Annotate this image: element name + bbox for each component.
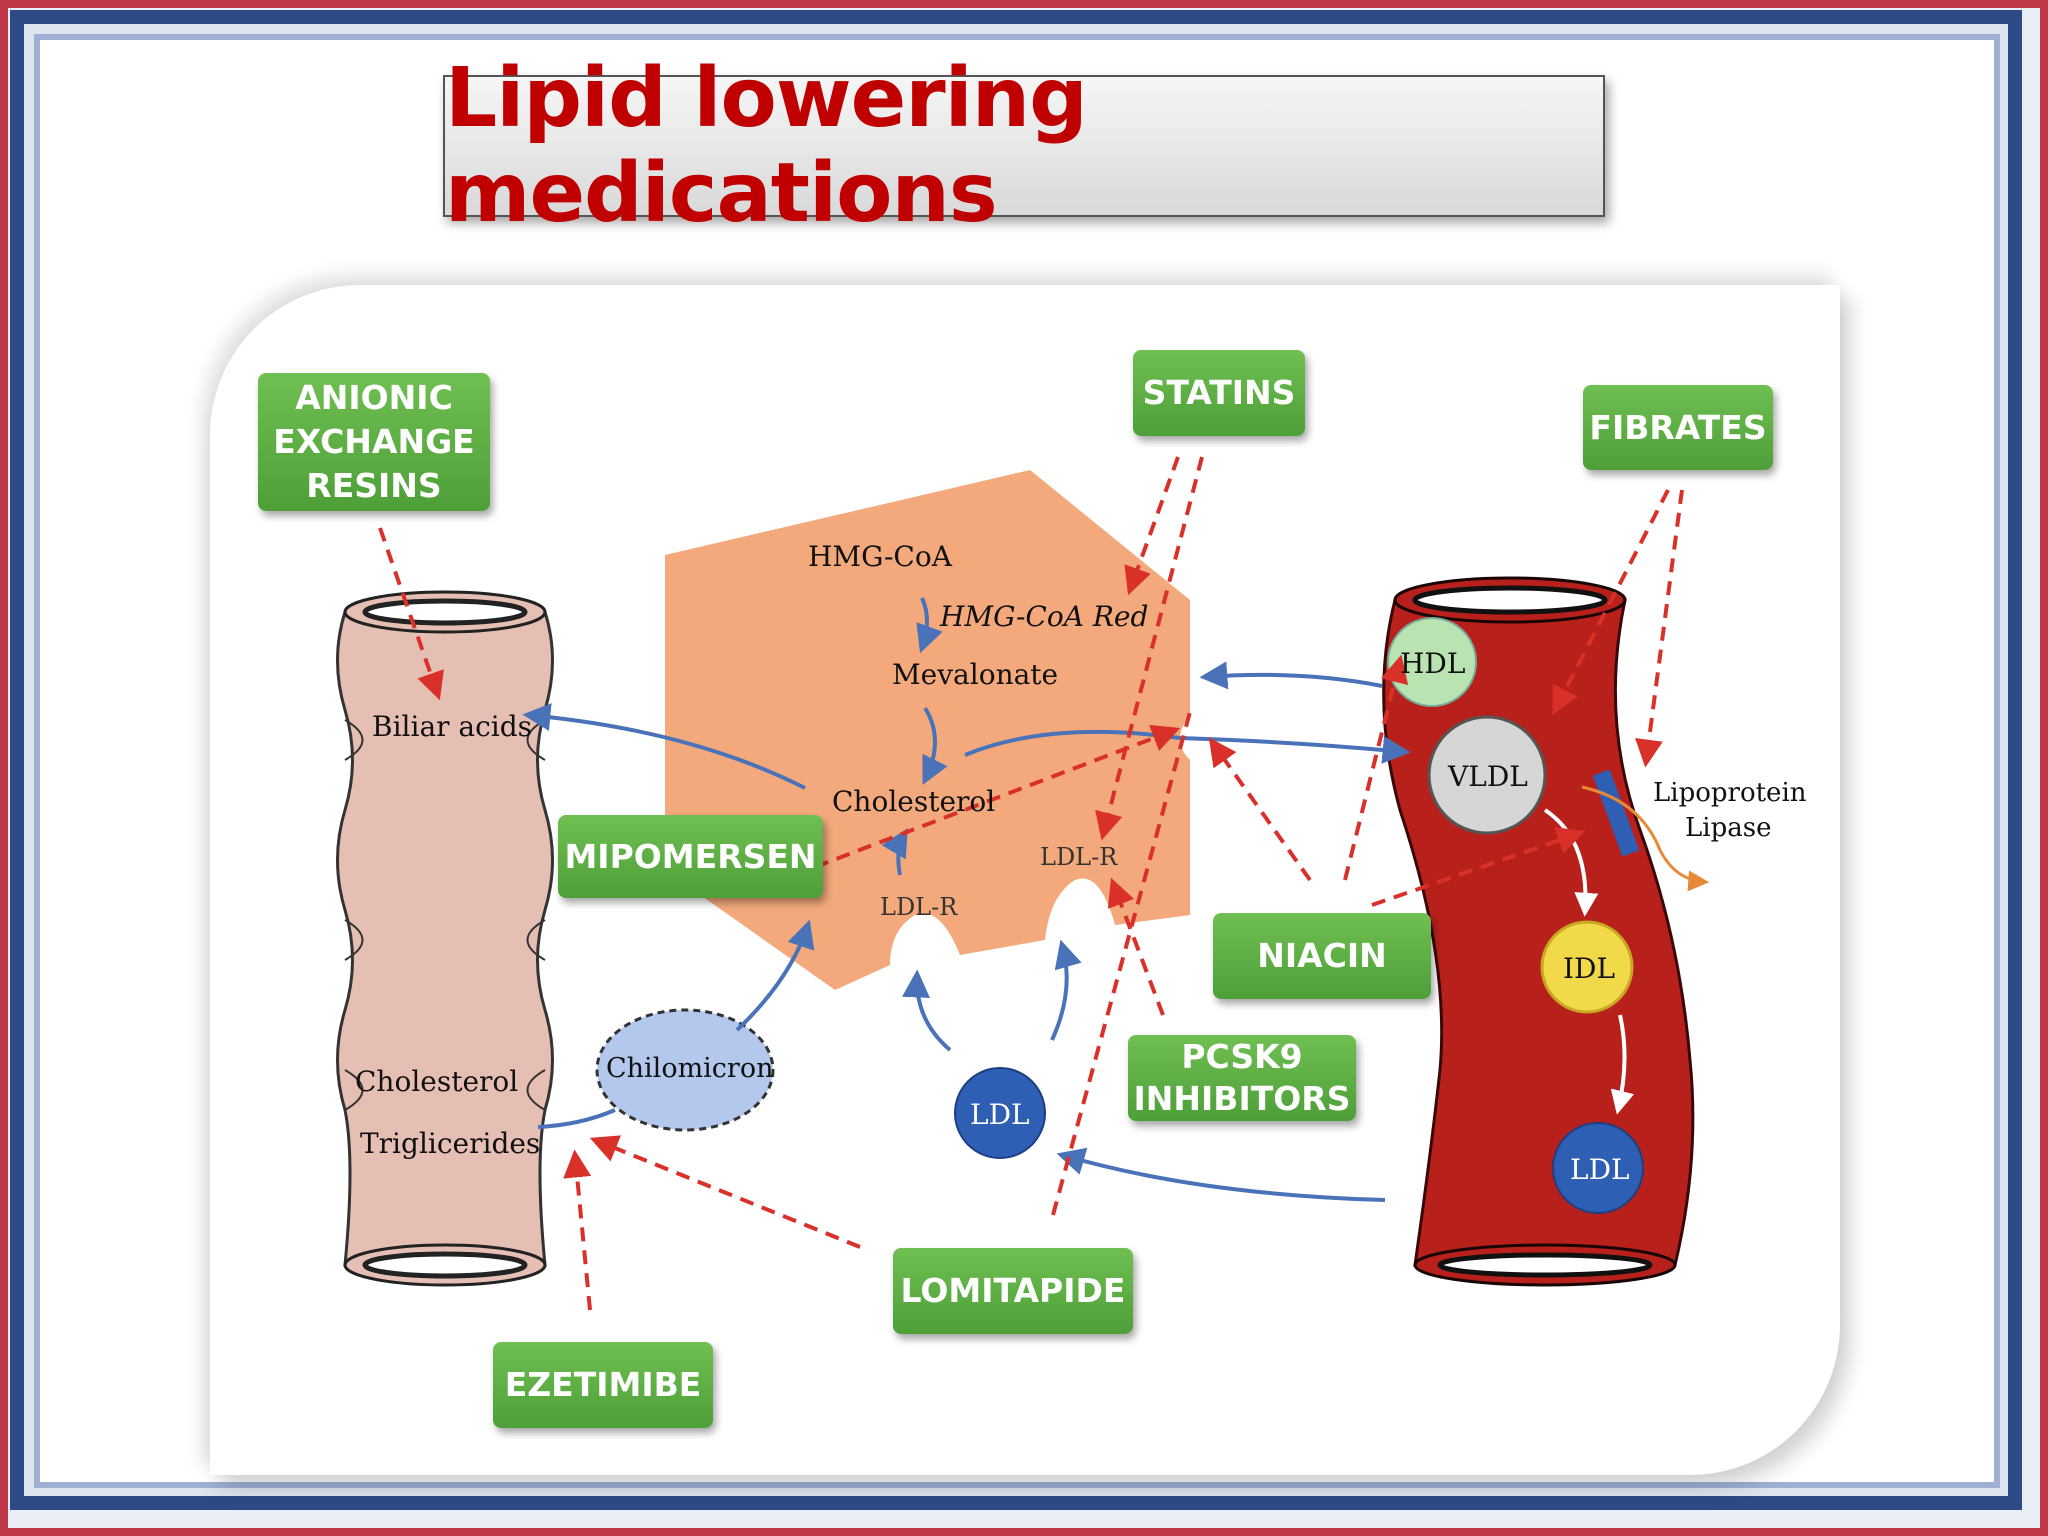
intestine [336,590,554,1287]
lipase-label: Lipase [1685,813,1772,843]
drug-anionic-exchange-resins: ANIONIC EXCHANGE RESINS [258,373,490,511]
hdl-label: HDL [1400,647,1466,680]
ldl-receptor-right-label: LDL-R [1040,843,1118,871]
page-title: Lipid lowering medications [445,51,1088,241]
red-dashed-arrows [378,456,1684,1311]
hmg-coa-label: HMG-CoA [808,540,952,573]
mevalonate-label: Mevalonate [892,658,1059,691]
vldl-label: VLDL [1448,760,1528,793]
orange-arrow [1581,785,1710,892]
idl-label: IDL [1563,952,1616,985]
ldl-receptor-left-label: LDL-R [880,893,958,921]
vldl-particle [1427,715,1547,835]
drug-pcsk9-inhibitors: PCSK9 INHIBITORS [1128,1035,1356,1121]
chilomicron-label: Chilomicron [606,1053,774,1084]
idl-particle [1540,920,1634,1014]
ldl-vessel-label: LDL [1570,1153,1630,1186]
title-box: Lipid lowering medications [443,51,1605,241]
drug-fibrates: FIBRATES [1583,385,1773,470]
chilomicron-particle [595,1008,775,1132]
ldl-vessel-particle [1552,1122,1644,1214]
drug-mipomersen: MIPOMERSEN [558,815,823,898]
drug-ezetimibe: EZETIMIBE [493,1342,713,1428]
ldl-free-label: LDL [970,1098,1030,1131]
drug-lomitapide: LOMITAPIDE [893,1248,1133,1334]
hmg-coa-reductase-label: HMG-CoA Red [940,600,1149,633]
ldl-free-particle [954,1067,1046,1159]
liver-cholesterol-label: Cholesterol [832,785,996,818]
triglicerides-label: Triglicerides [360,1127,541,1160]
drug-niacin: NIACIN [1213,913,1431,999]
intestine-cholesterol-label: Cholesterol [355,1065,519,1098]
drug-statins: STATINS [1133,350,1305,436]
lipoprotein-label: Lipoprotein [1653,778,1807,808]
biliar-acids-label: Biliar acids [372,710,533,743]
